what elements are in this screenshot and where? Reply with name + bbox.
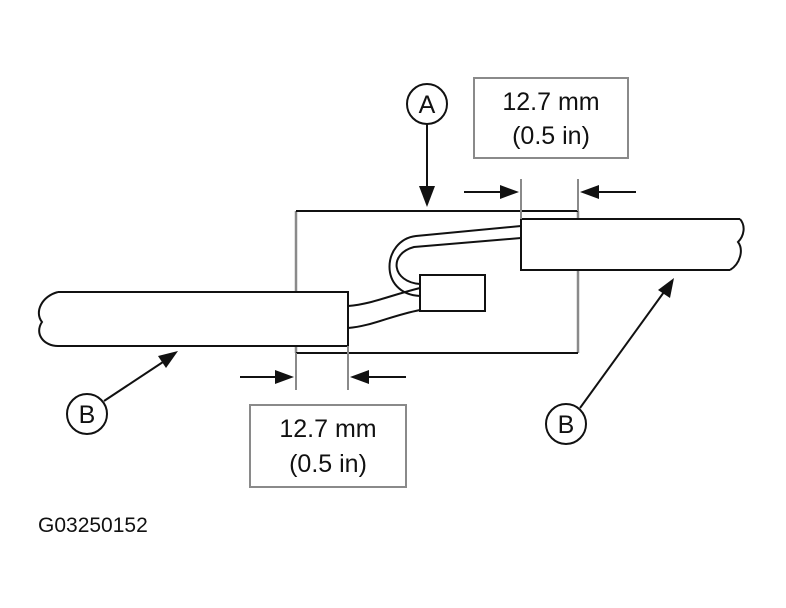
bottom-dimension-metric: 12.7 mm <box>279 415 376 443</box>
callout-b-left-label: B <box>79 401 96 429</box>
bottom-dimension: 12.7 mm (0.5 in) <box>240 346 407 488</box>
bottom-dimension-box <box>249 404 407 488</box>
butt-connector <box>419 274 486 312</box>
callout-a: A <box>406 83 448 207</box>
callout-b-left: B <box>66 351 178 435</box>
right-cable <box>520 218 745 271</box>
callout-b-right-label: B <box>558 411 575 439</box>
left-conductor <box>347 287 421 329</box>
bottom-dimension-imperial: (0.5 in) <box>289 450 367 478</box>
right-conductor <box>388 225 522 297</box>
top-dimension-imperial: (0.5 in) <box>512 122 590 150</box>
callout-b-right: B <box>545 278 674 445</box>
left-cable <box>37 291 349 347</box>
callout-a-label: A <box>419 91 436 119</box>
top-dimension: 12.7 mm (0.5 in) <box>464 77 636 219</box>
top-dimension-box <box>473 77 629 159</box>
figure-id: G03250152 <box>38 514 148 537</box>
top-dimension-metric: 12.7 mm <box>502 88 599 116</box>
